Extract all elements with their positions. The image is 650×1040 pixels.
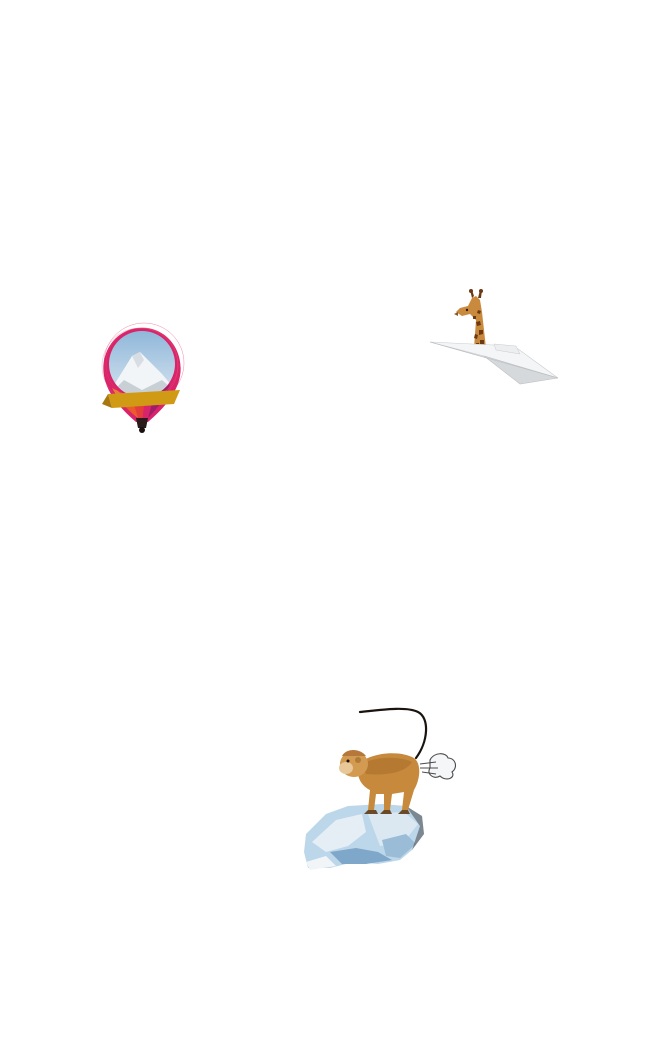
- mountain-balloon-illustration: [101, 322, 185, 433]
- giraffe-paper-plane-illustration: [429, 289, 559, 385]
- monkey-on-iceberg-illustration: [304, 707, 457, 870]
